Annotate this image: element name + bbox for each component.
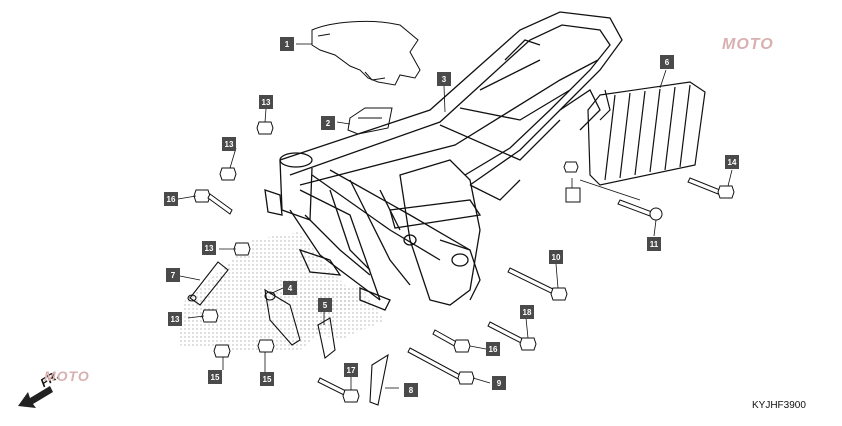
callout-c13a: 13 bbox=[259, 95, 273, 109]
callout-tags: 1 2 3 4 5 6 7 8 9 10 11 13 13 13 13 14 15 15 16 16 17 18 bbox=[164, 37, 739, 397]
callout-c7: 7 bbox=[166, 268, 180, 282]
callout-number: 13 bbox=[225, 140, 234, 149]
empty-callout-box bbox=[565, 187, 581, 203]
callout-c14: 14 bbox=[725, 155, 739, 169]
callout-c13d: 13 bbox=[168, 312, 182, 326]
diagram-code: KYJHF3900 bbox=[752, 400, 806, 411]
callout-box bbox=[344, 363, 358, 377]
callout-number: 15 bbox=[211, 373, 220, 382]
callout-c13b: 13 bbox=[222, 137, 236, 151]
callout-box bbox=[259, 95, 273, 109]
callout-c15b: 15 bbox=[260, 372, 274, 386]
callout-c9: 9 bbox=[492, 376, 506, 390]
callout-number: 6 bbox=[665, 58, 670, 67]
front-arrow-icon bbox=[18, 386, 53, 408]
callout-box bbox=[222, 137, 236, 151]
leader-lines bbox=[177, 43, 733, 390]
callout-c2: 2 bbox=[321, 116, 335, 130]
callout-box bbox=[647, 237, 661, 251]
hardware bbox=[193, 121, 735, 403]
callout-box bbox=[486, 342, 500, 356]
callout-c6: 6 bbox=[660, 55, 674, 69]
callout-box bbox=[166, 268, 180, 282]
callout-box bbox=[520, 305, 534, 319]
callout-number: 5 bbox=[323, 301, 328, 310]
callout-number: 13 bbox=[171, 315, 180, 324]
callout-box bbox=[492, 376, 506, 390]
callout-c17: 17 bbox=[344, 363, 358, 377]
callout-box bbox=[660, 55, 674, 69]
callout-c3: 3 bbox=[437, 72, 451, 86]
part-1-sheet bbox=[311, 20, 421, 86]
callout-number: 16 bbox=[489, 345, 498, 354]
callout-box bbox=[437, 72, 451, 86]
callout-box bbox=[202, 241, 216, 255]
watermark-logo-top: MOTO bbox=[722, 36, 774, 53]
callout-box bbox=[404, 383, 418, 397]
callout-number: 10 bbox=[552, 253, 561, 262]
callout-c16b: 16 bbox=[486, 342, 500, 356]
callout-box bbox=[208, 370, 222, 384]
callout-number: 18 bbox=[523, 308, 532, 317]
callout-number: 14 bbox=[728, 158, 737, 167]
callout-c13c: 13 bbox=[202, 241, 216, 255]
callout-box bbox=[725, 155, 739, 169]
callout-box bbox=[280, 37, 294, 51]
callout-c4: 4 bbox=[283, 281, 297, 295]
callout-number: 3 bbox=[442, 75, 447, 84]
callout-number: 13 bbox=[262, 98, 271, 107]
callout-number: 13 bbox=[205, 244, 214, 253]
callout-number: 17 bbox=[347, 366, 356, 375]
main-frame bbox=[264, 11, 623, 311]
callout-box bbox=[321, 116, 335, 130]
callout-box bbox=[168, 312, 182, 326]
callout-number: 15 bbox=[263, 375, 272, 384]
callout-box bbox=[260, 372, 274, 386]
callout-number: 16 bbox=[167, 195, 176, 204]
brackets bbox=[187, 261, 389, 406]
callout-box bbox=[549, 250, 563, 264]
callout-number: 2 bbox=[326, 119, 331, 128]
watermark-logo-bottom: MOTO bbox=[44, 368, 90, 384]
callout-number: 11 bbox=[650, 240, 659, 249]
callout-box bbox=[318, 298, 332, 312]
callout-c11: 11 bbox=[647, 237, 661, 251]
callout-number: 1 bbox=[285, 40, 290, 49]
part-6-grille bbox=[587, 81, 706, 186]
callout-box bbox=[283, 281, 297, 295]
part-2-plate bbox=[347, 107, 393, 135]
callout-c10: 10 bbox=[549, 250, 563, 264]
callout-number: 8 bbox=[409, 386, 414, 395]
callout-c15a: 15 bbox=[208, 370, 222, 384]
callout-c18: 18 bbox=[520, 305, 534, 319]
callout-c5: 5 bbox=[318, 298, 332, 312]
callout-number: 7 bbox=[171, 271, 176, 280]
callout-c1: 1 bbox=[280, 37, 294, 51]
callout-c16a: 16 bbox=[164, 192, 178, 206]
callout-number: 4 bbox=[288, 284, 293, 293]
callout-box bbox=[164, 192, 178, 206]
callout-c8: 8 bbox=[404, 383, 418, 397]
callout-number: 9 bbox=[497, 379, 502, 388]
